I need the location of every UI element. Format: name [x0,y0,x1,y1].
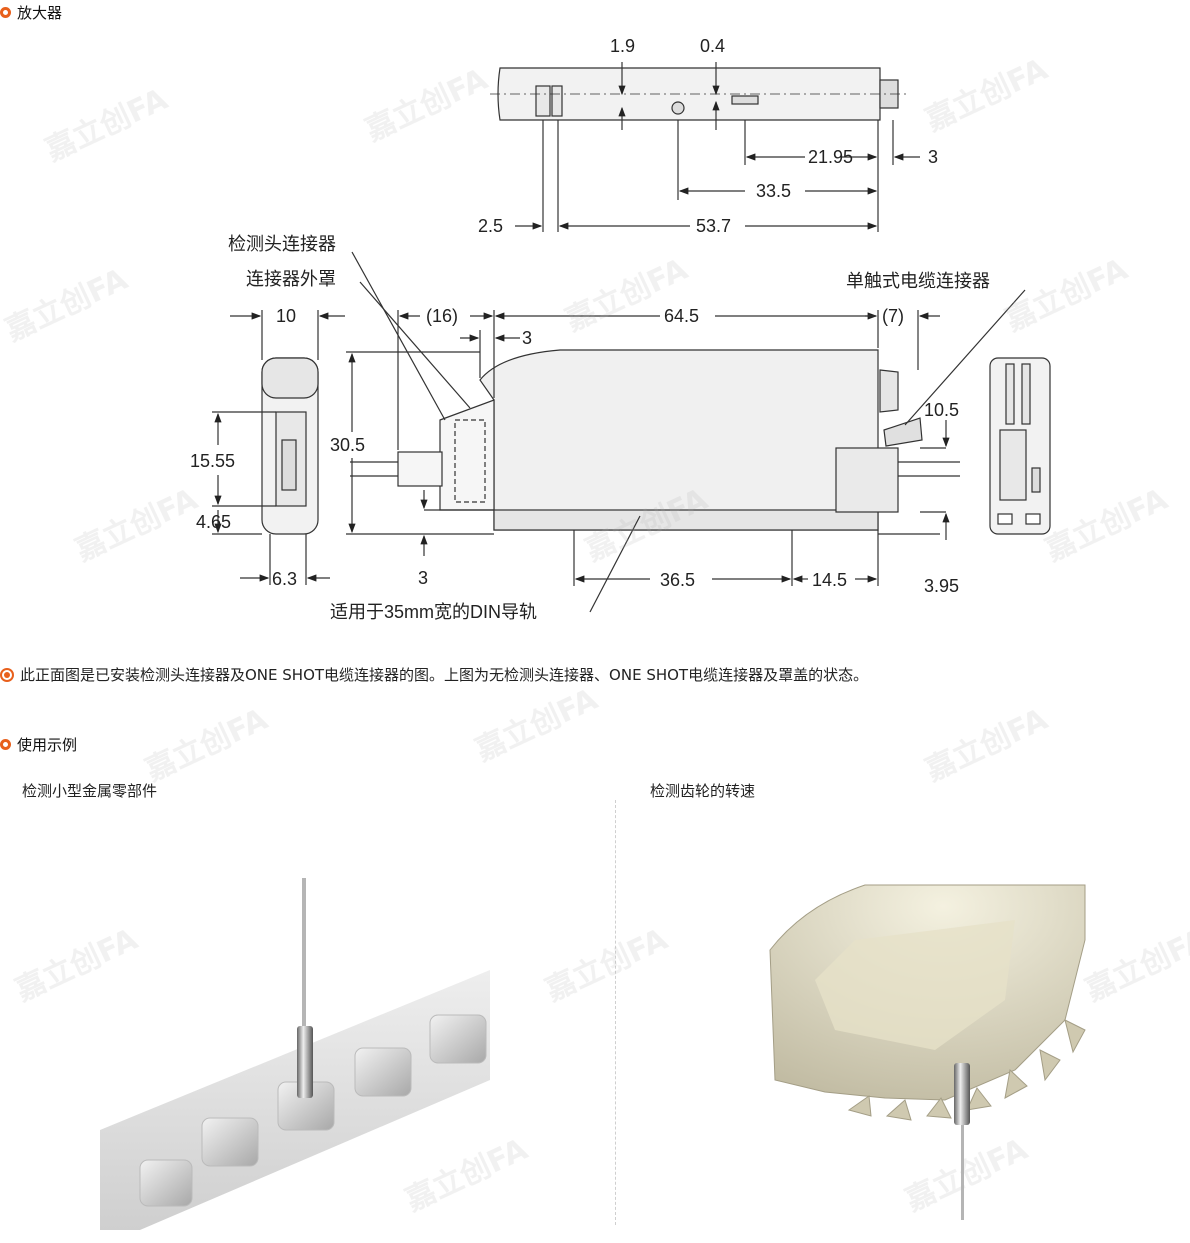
front-view-body [479,349,879,531]
dim-4-65: 4.65 [196,512,231,532]
watermark: 嘉立创FA [140,701,274,789]
section-title: 放大器 [17,4,63,22]
label-oneshot-connector: 单触式电缆连接器 [846,271,990,291]
label-din-rail: 适用于35mm宽的DIN导轨 [330,602,537,622]
watermark: 嘉立创FA [540,921,674,1009]
dim-30-5: 30.5 [330,435,365,455]
dim-top-3: 3 [928,147,938,167]
watermark: 嘉立创FA [470,681,604,769]
dim-16: (16) [426,306,458,326]
dim-6-3: 6.3 [272,569,297,589]
example-divider [615,800,616,1225]
drawing-note: 此正面图是已安装检测头连接器及ONE SHOT电缆连接器的图。上图为无检测头连接… [0,664,868,685]
dim-36-5: 36.5 [660,570,695,590]
circle-bullet-icon [0,739,11,750]
circle-bullet-icon [0,7,11,18]
dim-3-95: 3.95 [924,576,959,596]
label-connector-cover: 连接器外罩 [246,269,336,289]
dim-top-2-5: 2.5 [478,216,503,236]
label-head-connector: 检测头连接器 [228,234,336,254]
dim-10-5: 10.5 [924,400,959,420]
target-bullet-icon [0,667,14,682]
metal-parts-illustration [100,878,490,1230]
dim-top-33-5: 33.5 [756,181,791,201]
dim-64-5: 64.5 [664,306,699,326]
dim-14-5: 14.5 [812,570,847,590]
dim-top-53-7: 53.7 [696,216,731,236]
section-header-examples: 使用示例 [0,734,77,755]
amplifier-dimension-drawing: 1.9 0.4 21.95 3 33.5 2.5 53.7 10 15.55 4… [190,36,1051,622]
section-title: 使用示例 [17,736,78,754]
example-right-caption: 检测齿轮的转速 [650,782,756,800]
dim-7: (7) [882,306,904,326]
dim-top-1-9: 1.9 [610,36,635,56]
dim-3-bottom: 3 [418,568,428,588]
dim-top-21-95: 21.95 [808,147,853,167]
dim-10: 10 [276,306,296,326]
example-left-caption: 检测小型金属零部件 [22,782,158,800]
note-text: 此正面图是已安装检测头连接器及ONE SHOT电缆连接器的图。上图为无检测头连接… [20,666,869,684]
top-view-body [497,67,881,121]
watermark: 嘉立创FA [920,701,1054,789]
dim-15-55: 15.55 [190,451,235,471]
dim-top-0-4: 0.4 [700,36,725,56]
watermark: 嘉立创FA [1080,921,1190,1009]
gear-illustration [769,884,1086,1220]
section-header-amplifier: 放大器 [0,2,62,23]
dim-3-top: 3 [522,328,532,348]
